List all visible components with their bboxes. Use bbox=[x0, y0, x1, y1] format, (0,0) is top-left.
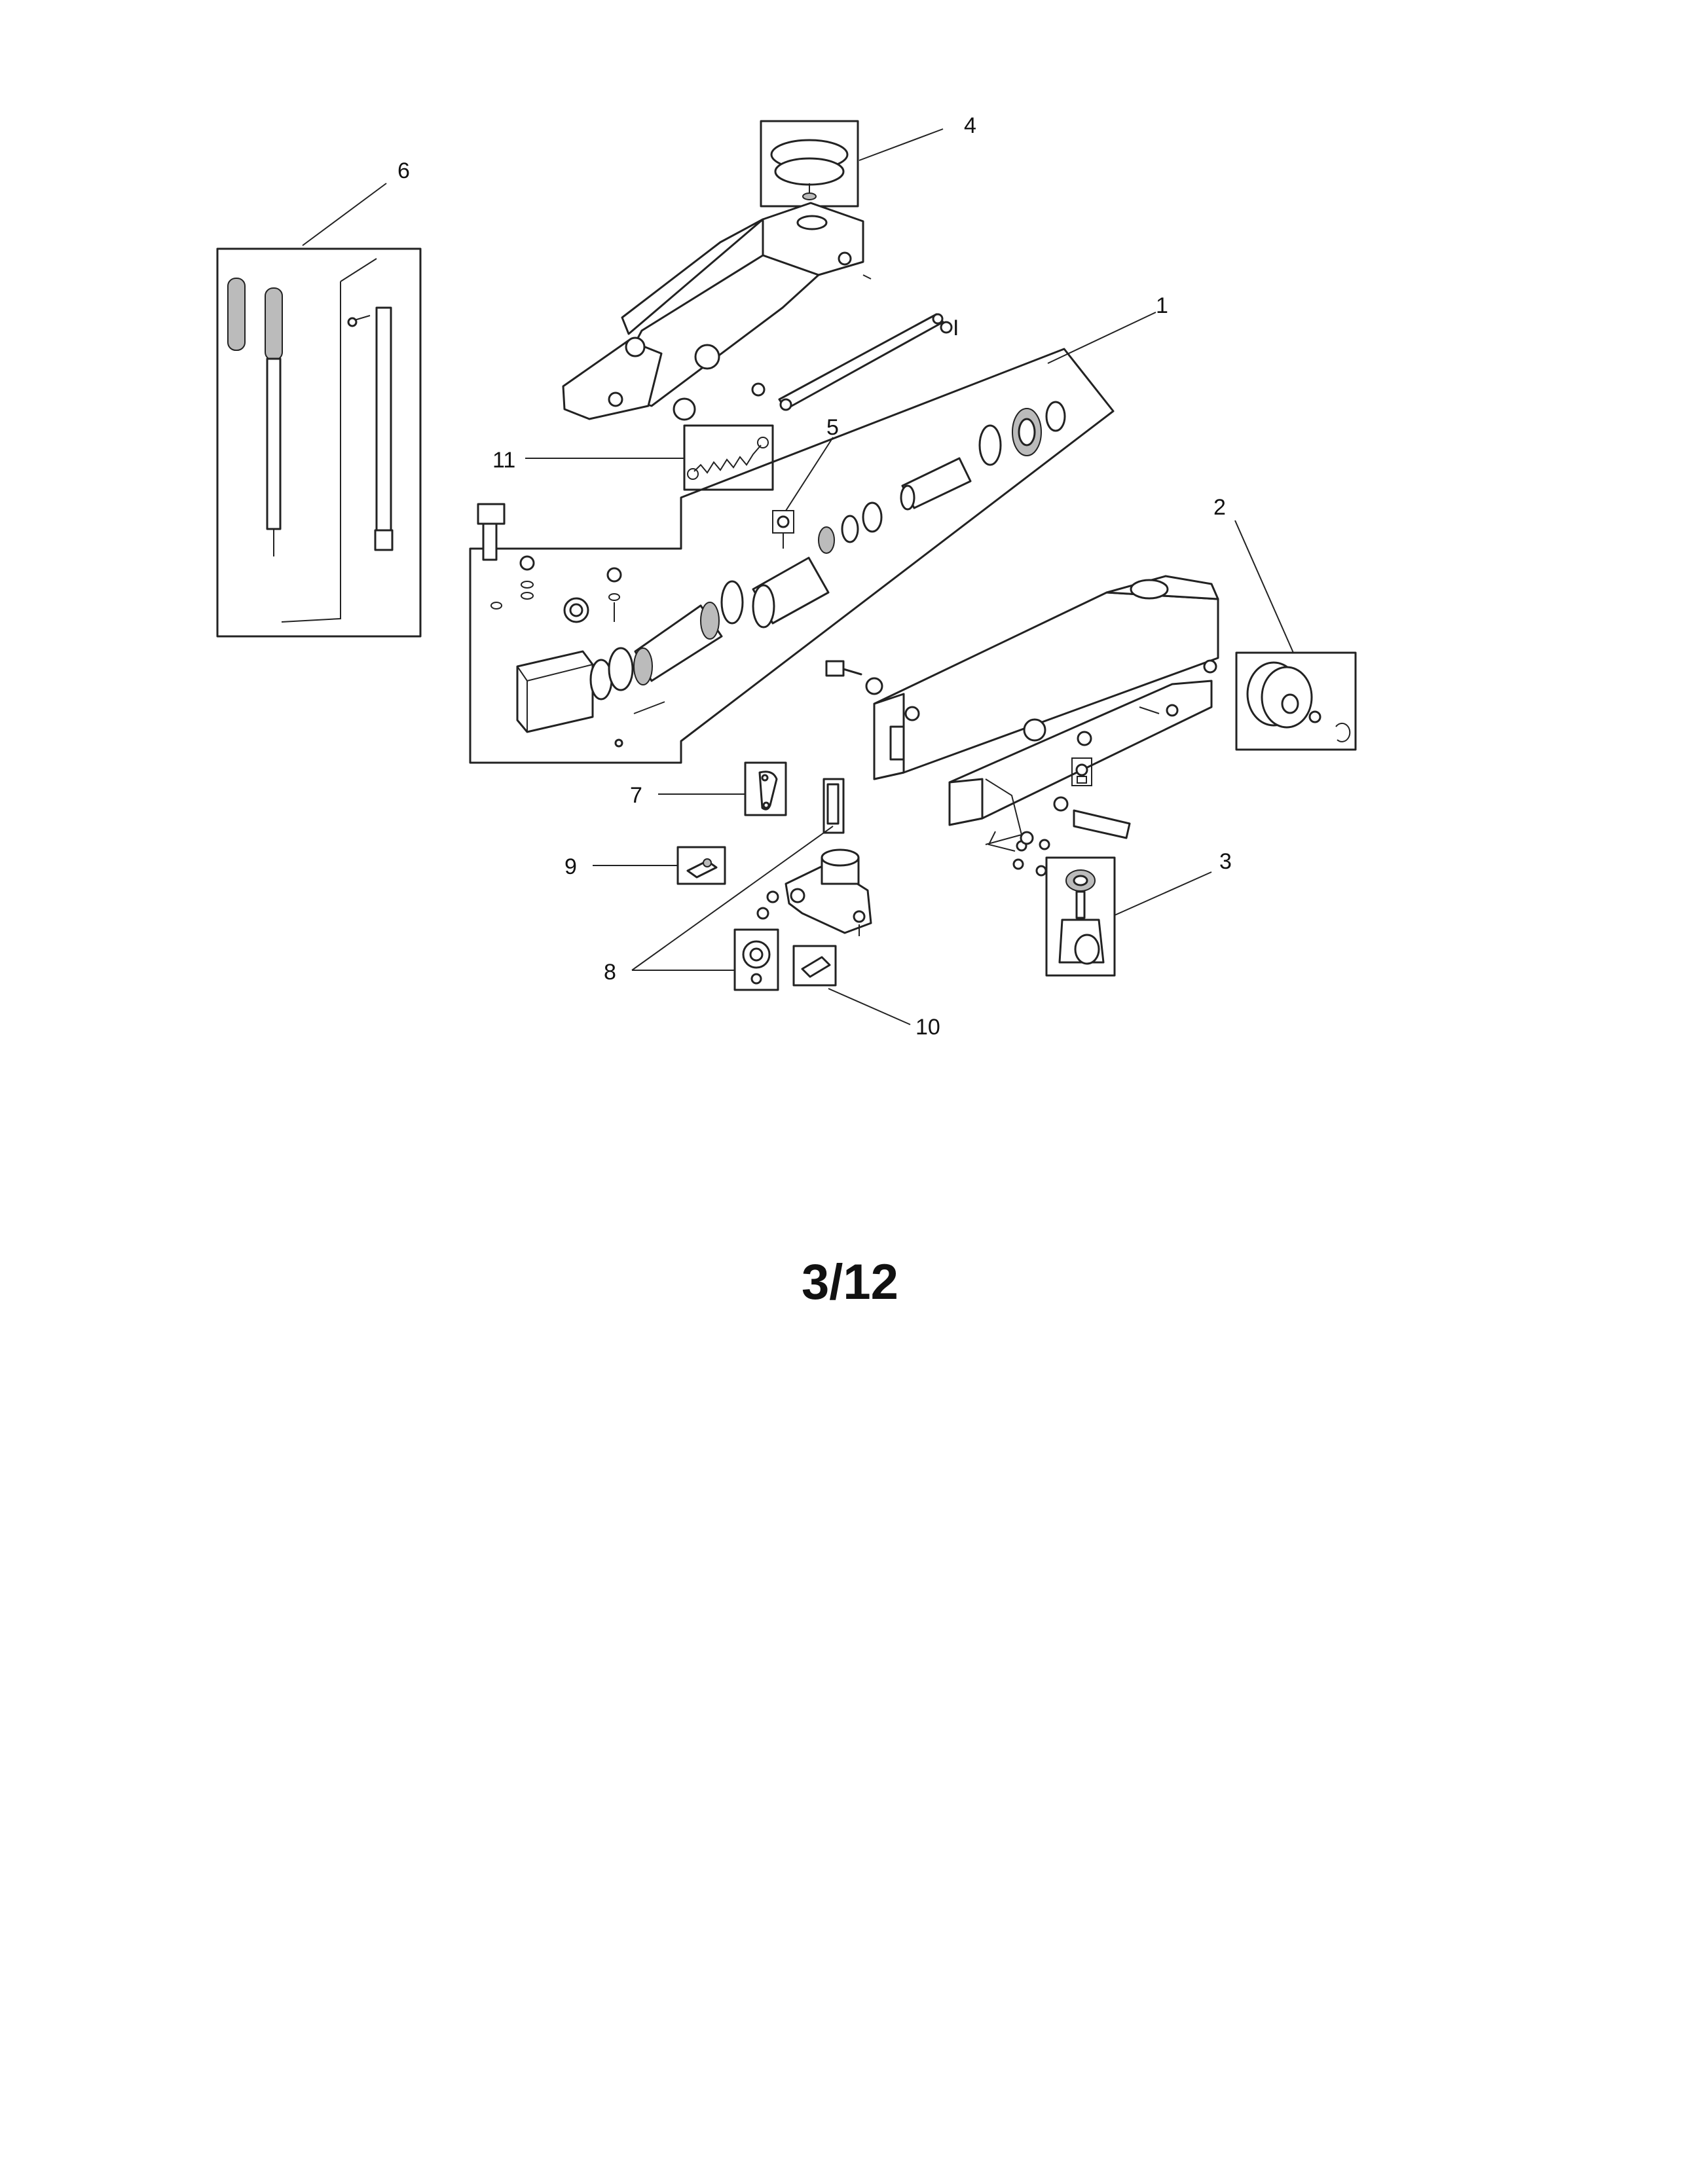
callout-11: 11 bbox=[492, 448, 515, 473]
callout-10: 10 bbox=[915, 1015, 940, 1040]
callout-7: 7 bbox=[630, 783, 642, 808]
callout-6: 6 bbox=[397, 158, 410, 183]
front-caster-part bbox=[1045, 856, 1116, 977]
callout-2: 2 bbox=[1213, 495, 1226, 520]
saddle-part bbox=[760, 120, 859, 208]
rear-wheel-part bbox=[1235, 651, 1357, 751]
lift-arm: I bbox=[562, 202, 959, 421]
svg-text:I: I bbox=[953, 316, 959, 340]
callout-1: 1 bbox=[1156, 293, 1168, 318]
callout-labels: 1 2 3 4 5 6 7 8 9 10 11 bbox=[397, 113, 1232, 1040]
callout-3: 3 bbox=[1219, 849, 1232, 874]
callout-5: 5 bbox=[826, 415, 839, 440]
clip-part bbox=[676, 846, 726, 885]
frame-chassis bbox=[825, 575, 1219, 877]
handle-assembly bbox=[216, 247, 422, 638]
leader-lines bbox=[302, 128, 1294, 1025]
callout-9: 9 bbox=[564, 854, 577, 879]
release-link-part bbox=[744, 761, 787, 816]
callout-8: 8 bbox=[604, 960, 616, 985]
hydraulic-unit-assembly bbox=[469, 348, 1115, 764]
page-number: 3/12 bbox=[802, 1254, 898, 1310]
callout-4: 4 bbox=[964, 113, 976, 138]
floor-jack-exploded-view: I bbox=[216, 113, 1357, 1040]
handle-socket-assembly bbox=[733, 778, 872, 991]
